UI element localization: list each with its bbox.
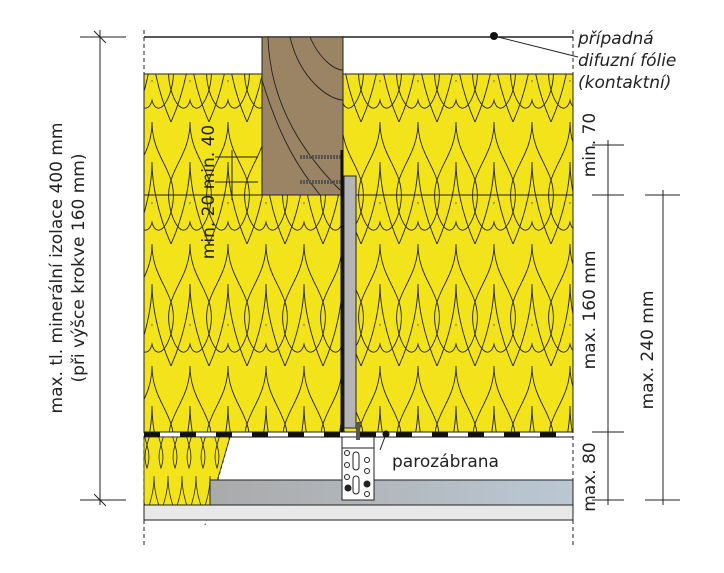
max-insulation-line2: (při výšce krokve 160 mm) xyxy=(69,153,89,383)
lower-insulation xyxy=(143,194,574,433)
vapor-barrier-label: parozábrana xyxy=(392,452,499,472)
max-insulation-line1: max. tl. minerální izolace 400 mm xyxy=(47,122,67,414)
foil-label-line3: (kontaktní) xyxy=(578,73,672,93)
screws xyxy=(300,155,342,184)
foil-label-line2: difuzní fólie xyxy=(578,51,677,71)
upper-insulation-right xyxy=(342,73,574,196)
bracket-plate xyxy=(341,422,375,501)
bottom-board xyxy=(143,504,574,521)
foil-label-line1: případná xyxy=(578,29,654,49)
min20-min40-dimension: min. 20 min. 40 xyxy=(199,124,219,260)
rafter xyxy=(261,36,344,196)
foil-label: případná difuzní fólie (kontaktní) xyxy=(578,28,676,94)
steel-hanger xyxy=(343,175,357,429)
max240-dimension: max. 240 mm xyxy=(638,290,658,410)
max-insulation-dimension: max. tl. minerální izolace 400 mm (při v… xyxy=(46,123,90,414)
max160-dimension: max. 160 mm xyxy=(580,250,600,370)
min70-dimension: min. 70 xyxy=(580,112,600,178)
dimension-lines xyxy=(80,30,680,507)
max80-dimension: max. 80 xyxy=(580,442,600,512)
upper-insulation-left xyxy=(143,73,263,196)
gypsum-board xyxy=(209,479,574,506)
